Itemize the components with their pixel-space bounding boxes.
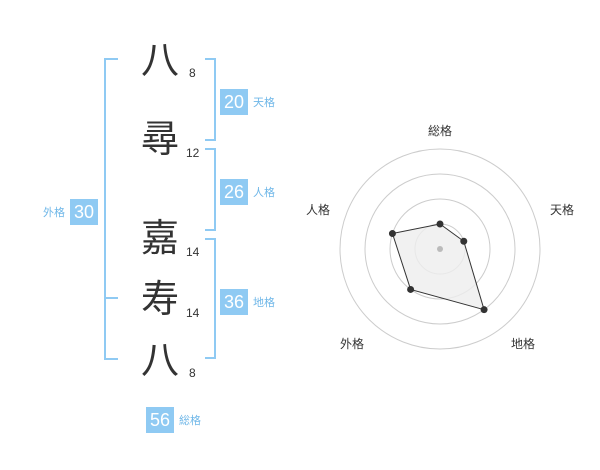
radar-ring-3 bbox=[364, 173, 516, 325]
jinkaku-badge: 26 人格 bbox=[220, 179, 275, 205]
tenkaku-bracket bbox=[205, 58, 216, 141]
name-char-3: 嘉 bbox=[140, 216, 179, 260]
radar-ring-2 bbox=[389, 198, 491, 300]
stroke-count-1: 8 bbox=[189, 66, 196, 80]
radar-point-2 bbox=[460, 237, 468, 245]
name-char-1: 八 bbox=[140, 38, 179, 82]
tenkaku-badge: 20 天格 bbox=[220, 89, 275, 115]
chikaku-value: 36 bbox=[220, 289, 248, 315]
jinkaku-value: 26 bbox=[220, 179, 248, 205]
radar-axis-label-jinkaku: 人格 bbox=[305, 203, 330, 217]
name-char-4: 寿 bbox=[140, 277, 179, 321]
stroke-count-3: 14 bbox=[186, 245, 200, 259]
jinkaku-label: 人格 bbox=[253, 186, 275, 199]
soukaku-badge: 56 総格 bbox=[146, 407, 201, 433]
gaikaku-value: 30 bbox=[70, 199, 98, 225]
radar-center-point bbox=[437, 246, 443, 252]
radar-ring-4 bbox=[339, 148, 541, 350]
soukaku-value: 56 bbox=[146, 407, 174, 433]
name-char-2: 尋 bbox=[140, 117, 179, 161]
radar-axis-label-gaikaku: 外格 bbox=[339, 337, 364, 351]
radar-point-5 bbox=[388, 230, 396, 238]
stroke-count-2: 12 bbox=[186, 146, 200, 160]
radar-point-4 bbox=[407, 285, 415, 293]
chikaku-bracket bbox=[205, 238, 216, 359]
stroke-count-4: 14 bbox=[186, 306, 200, 320]
radar-point-3 bbox=[480, 306, 488, 314]
gaikaku-badge: 30 外格 bbox=[43, 199, 98, 225]
tenkaku-label: 天格 bbox=[253, 96, 275, 109]
name-char-5: 八 bbox=[140, 338, 179, 382]
tenkaku-value: 20 bbox=[220, 89, 248, 115]
radar-axis-label-soukaku: 総格 bbox=[427, 124, 452, 138]
gaikaku-label: 外格 bbox=[43, 206, 65, 219]
radar-axis-label-chikaku: 地格 bbox=[510, 337, 535, 351]
gaikaku-bracket bbox=[104, 58, 118, 360]
chikaku-label: 地格 bbox=[253, 296, 275, 309]
radar-point-1 bbox=[436, 220, 444, 228]
stroke-count-5: 8 bbox=[189, 366, 196, 380]
soukaku-label: 総格 bbox=[179, 414, 201, 427]
jinkaku-bracket bbox=[205, 148, 216, 231]
radar-axis-label-tenkaku: 天格 bbox=[549, 203, 574, 217]
chikaku-badge: 36 地格 bbox=[220, 289, 275, 315]
radar-series-area bbox=[391, 223, 485, 311]
